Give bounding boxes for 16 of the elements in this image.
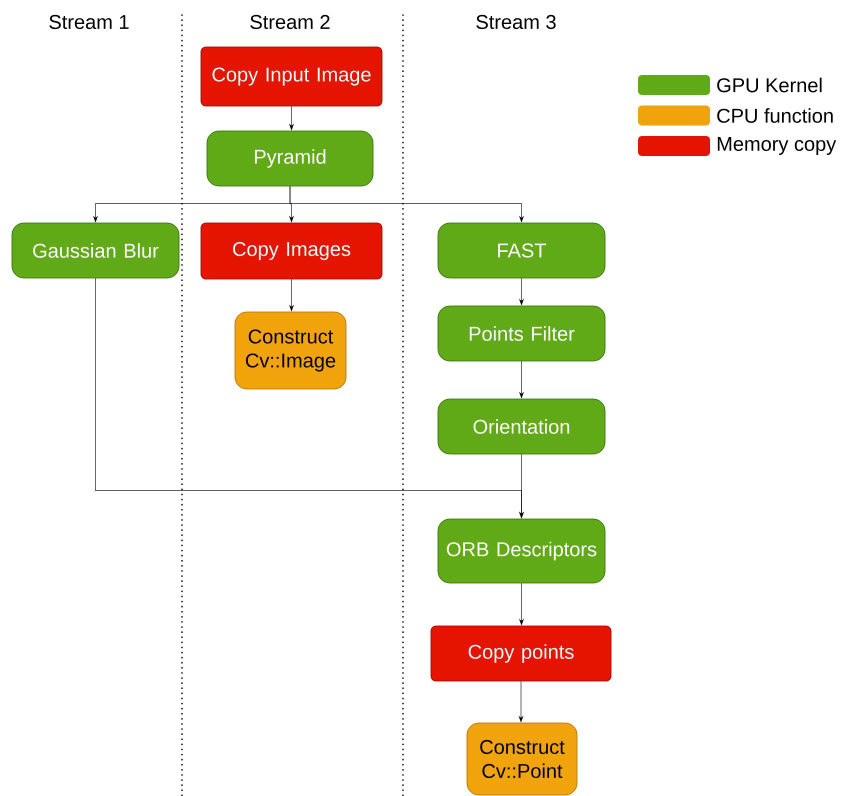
legend-label: GPU Kernel xyxy=(717,78,822,92)
legend-label: CPU function xyxy=(717,108,833,123)
process-box: Points Filter xyxy=(438,306,606,362)
process-box: ORB Descriptors xyxy=(438,518,606,584)
process-box: Construct Cv::Image xyxy=(234,312,346,390)
legend-label: Memory copy xyxy=(718,137,836,155)
process-box: FAST xyxy=(438,222,606,278)
process-box: Copy Input Image xyxy=(200,46,382,106)
process-box: Copy Images xyxy=(200,222,382,280)
process-box: Gaussian Blur xyxy=(12,222,180,278)
process-box: Pyramid xyxy=(206,130,374,186)
process-box: Orientation xyxy=(438,398,606,454)
stream-heading: Stream 3 xyxy=(476,14,556,30)
process-box: Copy points xyxy=(430,626,612,682)
stream-heading: Stream 1 xyxy=(49,14,129,30)
process-box: Construct Cv::Point xyxy=(466,722,578,796)
